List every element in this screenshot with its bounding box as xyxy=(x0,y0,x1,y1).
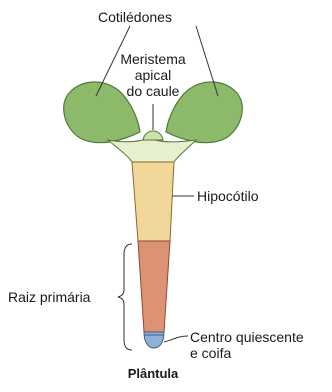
label-centro-line2: e coifa xyxy=(190,345,304,361)
root-tip xyxy=(144,332,164,348)
label-centro-quiescente: Centro quiescente e coifa xyxy=(190,329,304,361)
primary-root xyxy=(138,241,170,332)
label-cotiledones: Cotilédones xyxy=(98,9,172,25)
label-centro-line1: Centro quiescente xyxy=(190,329,304,345)
apical-junction xyxy=(108,138,196,162)
label-meristema-line3: do caule xyxy=(103,83,203,99)
hypocotyl xyxy=(132,162,174,241)
label-meristema-line1: Meristema xyxy=(103,51,203,67)
apical-meristem xyxy=(143,131,163,140)
root-brace xyxy=(118,244,132,350)
label-meristema-line2: apical xyxy=(103,67,203,83)
diagram-title: Plântula xyxy=(103,366,203,382)
leader-centro xyxy=(164,336,188,342)
label-raiz-primaria: Raiz primária xyxy=(8,289,90,305)
label-meristema: Meristema apical do caule xyxy=(103,51,203,99)
label-hipocotilo: Hipocótilo xyxy=(197,188,258,204)
